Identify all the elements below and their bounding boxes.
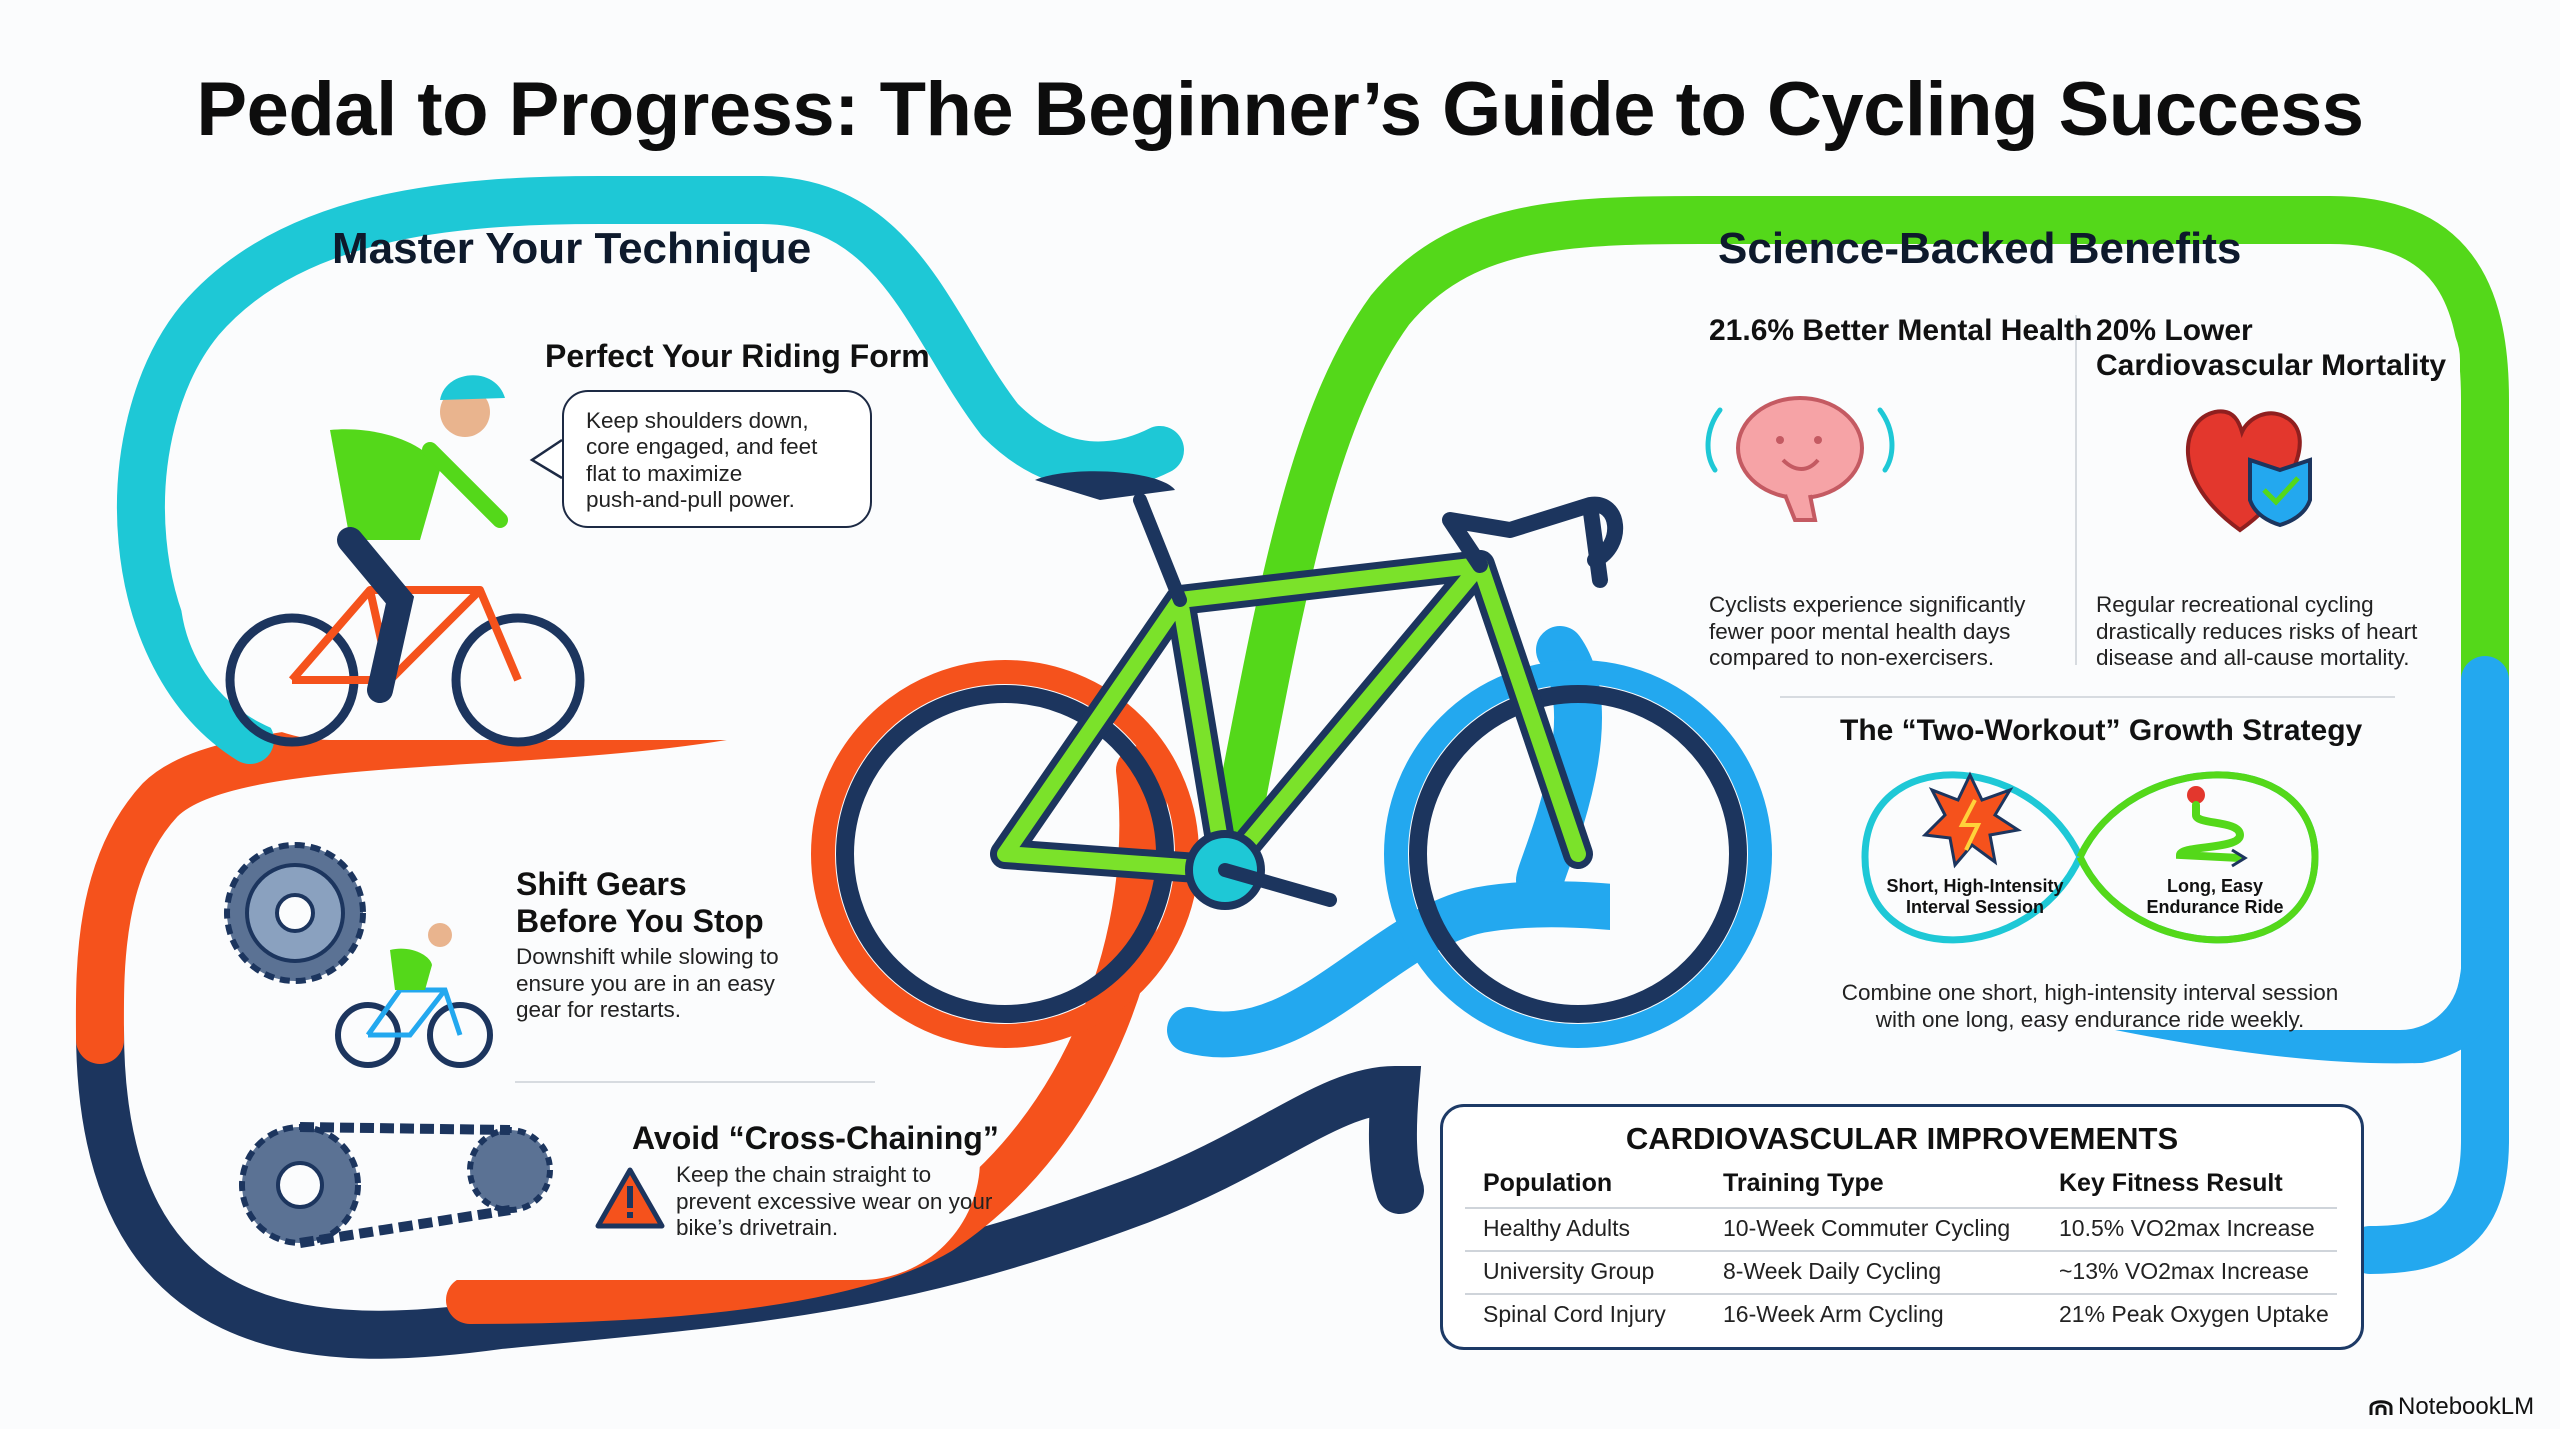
form-text-line: push-and-pull power. [586,486,795,512]
table-title: CARDIOVASCULAR IMPROVEMENTS [1625,1121,2179,1156]
table-cell: 8-Week Daily Cycling [1723,1258,1942,1284]
green-ribbon [1206,196,2509,884]
gears-text-line: ensure you are in an easy [516,970,775,996]
strategy-description: Combine one short, high-intensity interv… [1780,980,2400,1033]
gears-text-line: gear for restarts. [516,997,682,1023]
table-cell: Spinal Cord Injury [1483,1301,1666,1327]
interval-label-line: Interval Session [1905,896,2045,917]
technique-bottom-panel [180,800,980,1280]
burst-icon [1921,771,2022,869]
chain-description: Keep the chain straight to prevent exces… [676,1162,1016,1242]
form-text-line: flat to maximize [586,460,743,486]
chain-icon [239,1122,553,1248]
brand-label: NotebookLM [2398,1393,2535,1420]
table-cell: 10.5% VO2max Increase [2059,1215,2315,1241]
cardio-mortality-title: 20% Lower Cardiovascular Mortality [2096,314,2446,383]
mental-text-line: fewer poor mental health days [1709,618,2011,644]
cyan-ribbon [116,176,1184,764]
form-text-line: Keep shoulders down, [586,408,809,433]
cardio-title-line: Cardiovascular Mortality [2096,348,2447,382]
mental-text-line: Cyclists experience significantly [1709,592,2026,617]
endurance-label-line: Long, Easy [2166,876,2264,896]
form-speech-bubble: Keep shoulders down, core engaged, and f… [562,390,872,528]
gears-title-line: Before You Stop [516,902,764,939]
brain-icon [1705,396,1895,522]
heart-shield-icon [2186,409,2312,533]
table-header-training-type: Training Type [1723,1169,1884,1197]
table-cell: University Group [1483,1258,1655,1284]
strategy-text-line: Combine one short, high-intensity interv… [1841,980,2339,1005]
endurance-label-line: Endurance Ride [2146,896,2284,917]
table-header-result: Key Fitness Result [2059,1169,2283,1197]
table-divider [1465,1250,2337,1252]
table-divider [1465,1293,2337,1295]
table-cell: ~13% VO2max Increase [2059,1258,2309,1284]
table-cell: Healthy Adults [1483,1215,1631,1241]
chain-title: Avoid “Cross-Chaining” [632,1120,999,1156]
speech-bubble-icon [529,438,563,480]
strategy-text-line: with one long, easy endurance ride weekl… [1875,1006,2305,1032]
notebooklm-logo-icon [2369,1400,2393,1415]
chain-text-line: bike’s drivetrain. [676,1215,839,1241]
table-cell: 21% Peak Oxygen Uptake [2059,1301,2329,1327]
mental-text-line: compared to non-exercisers. [1709,645,1995,671]
gears-description: Downshift while slowing to ensure you ar… [516,944,846,1024]
cardio-text-line: drastically reduces risks of heart [2096,618,2418,644]
cyclist-icon [225,375,585,747]
infinity-loop-icon [1861,771,2319,944]
interval-session-label: Short, High-Intensity Interval Session [1870,876,2080,917]
table-cell: 10-Week Commuter Cycling [1723,1215,2011,1241]
warning-icon [595,1167,665,1229]
chain-text-line: prevent excessive wear on your [676,1188,993,1214]
gears-text-line: Downshift while slowing to [516,944,779,969]
technique-heading: Master Your Technique [332,224,812,273]
gears-title-line: Shift Gears [516,866,687,902]
chain-text-line: Keep the chain straight to [676,1162,932,1187]
endurance-ride-label: Long, Easy Endurance Ride [2130,876,2300,917]
gears-title: Shift Gears Before You Stop [516,866,764,940]
interval-label-line: Short, High-Intensity [1886,876,2064,896]
notebooklm-brand: NotebookLM [2368,1393,2534,1421]
table-divider [1465,1207,2337,1209]
cardio-text-line: disease and all-cause mortality. [2096,645,2410,671]
page-title: Pedal to Progress: The Beginner’s Guide … [196,67,2364,152]
cardio-improvements-table: CARDIOVASCULAR IMPROVEMENTS Population T… [1440,1104,2364,1350]
strategy-title: The “Two-Workout” Growth Strategy [1840,714,2363,747]
bicycle-icon [811,471,1772,1048]
cassette-gear-icon [224,842,366,984]
form-title: Perfect Your Riding Form [545,338,930,374]
small-cyclist-icon [335,923,493,1068]
cardio-text-line: Regular recreational cycling [2096,592,2374,617]
form-text-line: core engaged, and feet [586,434,818,460]
mental-health-title: 21.6% Better Mental Health [1709,314,2093,347]
cardio-title-line: 20% Lower [2096,314,2253,347]
table-header-population: Population [1483,1169,1613,1197]
route-icon [2175,786,2248,868]
mental-health-description: Cyclists experience significantly fewer … [1709,592,2069,672]
table-cell: 16-Week Arm Cycling [1723,1301,1944,1327]
benefits-heading: Science-Backed Benefits [1718,224,2242,273]
cardio-mortality-description: Regular recreational cycling drastically… [2096,592,2436,672]
